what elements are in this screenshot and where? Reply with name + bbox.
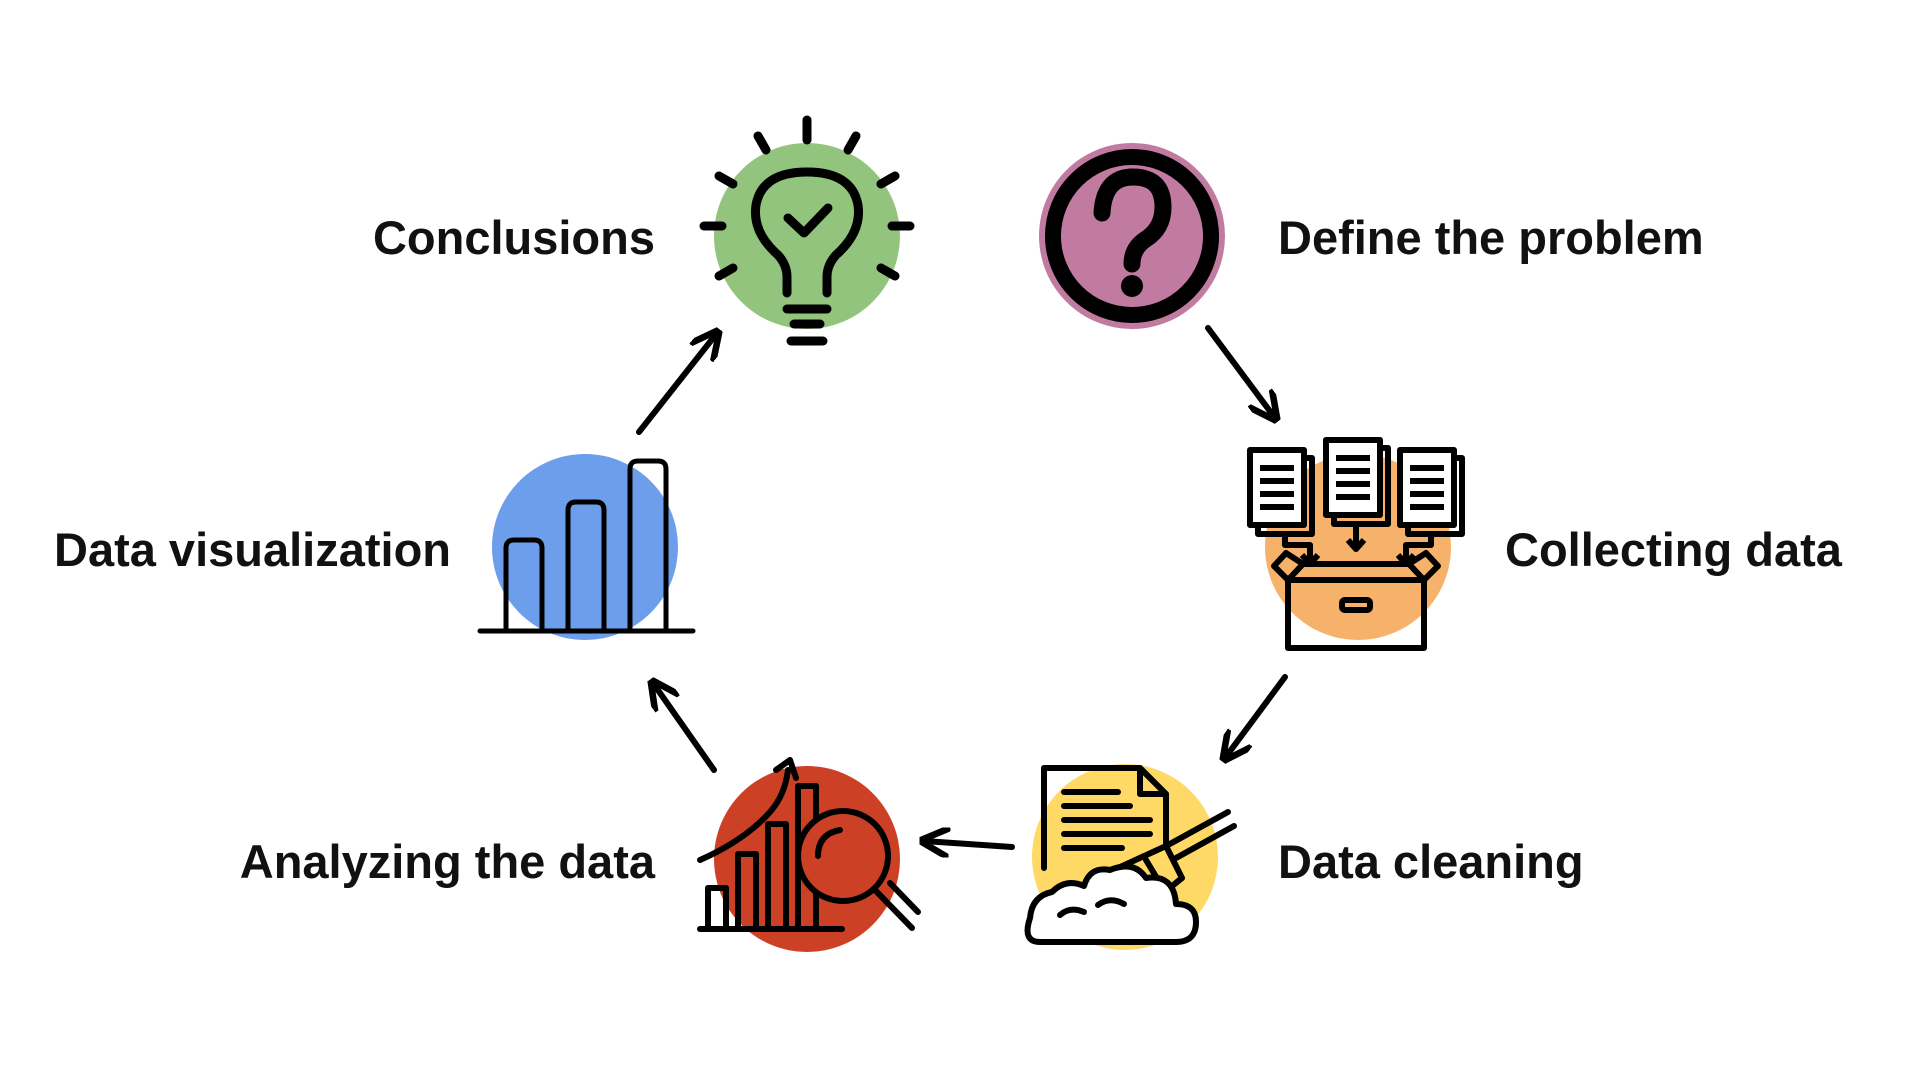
document-broom-icon bbox=[1024, 765, 1237, 945]
arrow-visualization-to-conclusions bbox=[636, 333, 717, 435]
chart-magnifier-icon bbox=[697, 757, 921, 932]
arrow-collecting-to-cleaning bbox=[1225, 674, 1288, 758]
arrow-cleaning-to-analyzing bbox=[924, 841, 1015, 847]
label-data-cleaning: Data cleaning bbox=[1278, 835, 1584, 888]
arrow-analyzing-to-visualization bbox=[653, 683, 717, 773]
question-mark-icon bbox=[1045, 149, 1219, 323]
step-conclusions-node bbox=[699, 115, 915, 346]
step-collecting-data-node bbox=[1247, 437, 1465, 651]
step-analyzing-data-node bbox=[697, 757, 921, 952]
arrow-define-to-collecting bbox=[1205, 325, 1275, 418]
data-visualization-circle bbox=[492, 454, 678, 640]
define-problem-circle bbox=[1039, 143, 1225, 329]
step-data-visualization-node bbox=[477, 454, 696, 640]
label-conclusions: Conclusions bbox=[372, 211, 655, 264]
document-box-icon bbox=[1247, 437, 1465, 651]
label-define-problem: Define the problem bbox=[1278, 211, 1704, 264]
label-collecting-data: Collecting data bbox=[1505, 523, 1842, 576]
bar-chart-icon bbox=[477, 458, 696, 634]
step-data-cleaning-node bbox=[1024, 764, 1237, 950]
label-analyzing-data: Analyzing the data bbox=[239, 835, 655, 888]
lightbulb-check-icon bbox=[699, 115, 915, 346]
step-define-problem-node bbox=[1039, 143, 1225, 329]
label-data-visualization: Data visualization bbox=[54, 523, 451, 576]
cycle-arrows bbox=[636, 325, 1288, 847]
